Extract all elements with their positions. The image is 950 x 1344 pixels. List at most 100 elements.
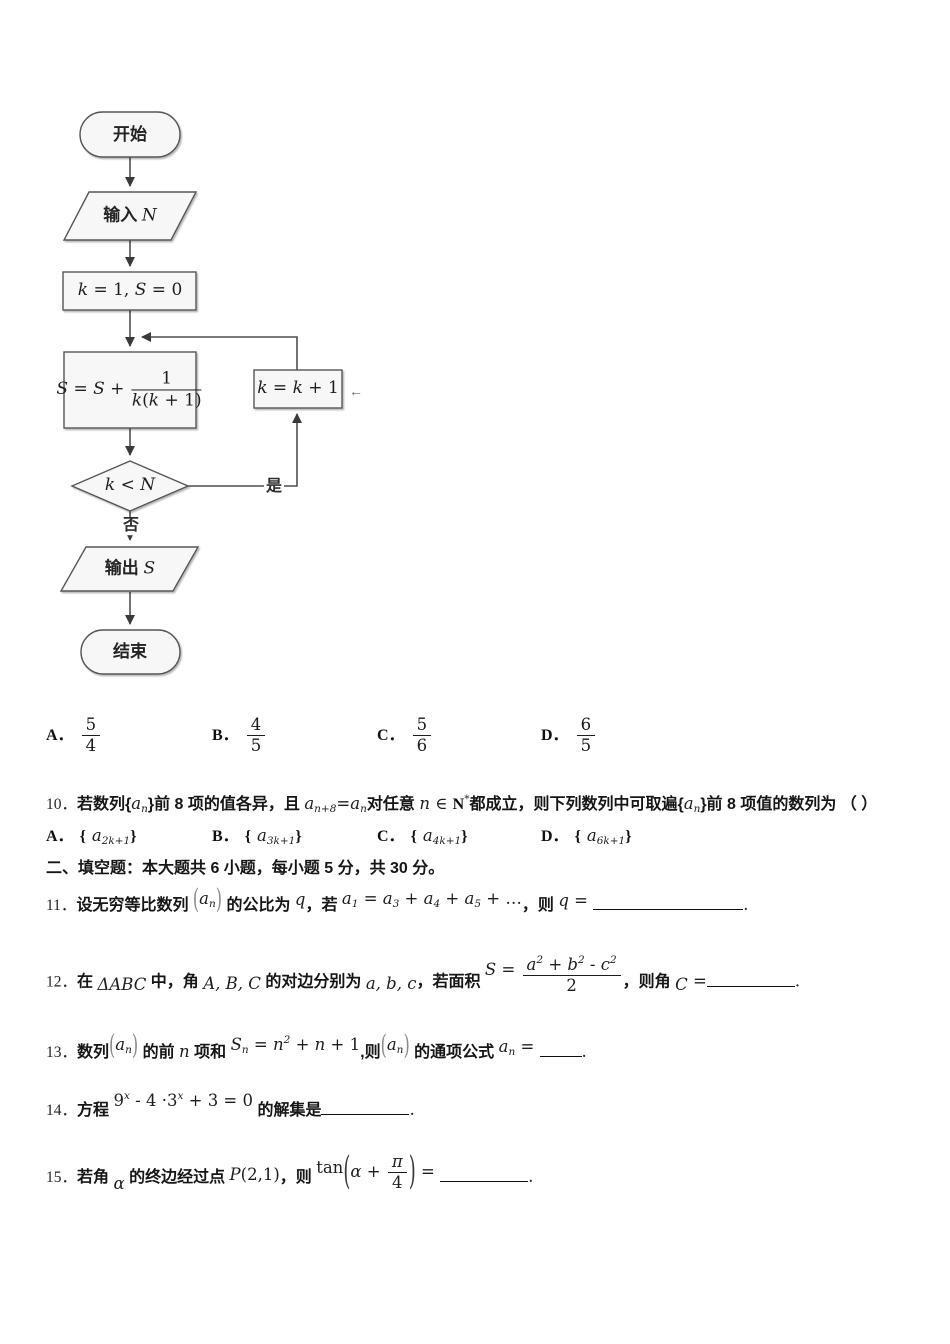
math-roman: = 1, bbox=[88, 280, 135, 301]
math-roman: . bbox=[528, 1167, 534, 1187]
subscript: n bbox=[693, 803, 701, 815]
question-number: 14． bbox=[46, 1102, 78, 1119]
math-italic: q bbox=[294, 890, 306, 909]
bold-run: } bbox=[130, 828, 137, 845]
answer-blank bbox=[440, 1166, 529, 1183]
text-run: 的对边分别为 bbox=[260, 973, 366, 991]
math-italic: a bbox=[526, 955, 537, 974]
section2-header: 二、填空题：本大题共 6 小题，每小题 5 分，共 30 分。 bbox=[46, 856, 934, 882]
text-run: 都成立，则下列数列中可取遍{ bbox=[469, 796, 684, 813]
subscript: 4 bbox=[433, 898, 441, 910]
text-run: 在 bbox=[77, 973, 98, 991]
math-roman: 4 bbox=[392, 1173, 403, 1193]
math-italic: S bbox=[134, 280, 147, 301]
math-roman: = bbox=[415, 1162, 441, 1182]
math-italic: a bbox=[464, 889, 475, 908]
text-run: 对任意 bbox=[366, 796, 420, 813]
subscript: n bbox=[141, 803, 148, 815]
math-italic: a bbox=[257, 826, 267, 845]
subscript: n bbox=[208, 898, 216, 910]
math-italic: S bbox=[56, 379, 69, 400]
input-parallelogram-shape bbox=[62, 191, 198, 241]
q9-option-a-letter: A． bbox=[46, 727, 74, 745]
math-roman: = bbox=[336, 794, 351, 813]
subscript: n+8 bbox=[314, 803, 337, 815]
text-run: ，则角 bbox=[622, 973, 676, 991]
text-run: ，则 bbox=[521, 897, 559, 914]
init-label: k = 1, S = 0 bbox=[78, 280, 183, 301]
math-roman: . bbox=[409, 1100, 415, 1119]
math-roman: . bbox=[794, 971, 801, 991]
text-run: 的解集是 bbox=[253, 1102, 322, 1119]
math-italic: n bbox=[314, 1035, 326, 1054]
subscript: 5 bbox=[474, 898, 482, 910]
math-italic: k bbox=[148, 390, 160, 411]
start-terminal-shape bbox=[79, 111, 181, 158]
superscript: x bbox=[123, 1090, 130, 1102]
fraction-denominator: 6 bbox=[416, 736, 428, 756]
start-label: 开始 bbox=[113, 125, 147, 145]
q14-stem: 14．方程 9x - 4 ·3x + 3 = 0 的解集是. bbox=[46, 1090, 934, 1124]
left-arrow-artifact: ← bbox=[349, 383, 363, 399]
math-roman: + 1) bbox=[159, 390, 202, 411]
text-run: 数列 bbox=[77, 1044, 110, 1061]
text-run: ，若 bbox=[305, 897, 342, 914]
math-italic: ΔABC bbox=[97, 974, 147, 994]
bold-run: { bbox=[244, 828, 251, 845]
math-italic: a bbox=[498, 1037, 509, 1056]
math-italic: C bbox=[675, 974, 688, 994]
output-parallelogram-shape bbox=[59, 546, 200, 592]
subscript: 6k+1 bbox=[596, 835, 626, 847]
bold-run: } bbox=[461, 828, 468, 845]
math-roman: = bbox=[496, 959, 521, 979]
math-roman: = bbox=[568, 891, 594, 910]
math-italic: a bbox=[115, 1035, 126, 1054]
start-text: 开始 bbox=[113, 124, 147, 144]
math-italic: a bbox=[422, 826, 433, 845]
fraction-denominator: 4 bbox=[85, 736, 97, 756]
question-number: 10． bbox=[46, 796, 78, 813]
math-italic: A, B, C bbox=[203, 973, 261, 993]
flowchart-canvas bbox=[59, 111, 343, 675]
math-roman: 9 bbox=[113, 1091, 124, 1110]
no-branch-label: 否 bbox=[120, 517, 142, 535]
math-roman: . bbox=[743, 895, 749, 914]
math-italic: α bbox=[350, 1162, 362, 1182]
end-text: 结束 bbox=[113, 641, 147, 661]
q10-option-d: D．{a6k+1} bbox=[541, 822, 638, 847]
math-italic: S bbox=[143, 558, 156, 579]
math-italic: b bbox=[567, 955, 578, 974]
math-italic: S bbox=[484, 959, 497, 979]
text-run: ，若面积 bbox=[416, 973, 485, 991]
superscript: 2 bbox=[609, 954, 617, 966]
q10-option-c: C．{a4k+1} bbox=[377, 822, 474, 847]
condition-label: k < N bbox=[104, 475, 155, 496]
question-number: 15． bbox=[46, 1169, 78, 1187]
flow-shapes bbox=[59, 111, 343, 675]
q10-stem: 10．若数列{an}前 8 项的值各异，且 an+8=an对任意 n ∈ N*都… bbox=[46, 786, 934, 822]
math-roman: + bbox=[104, 379, 130, 400]
question-number: 13． bbox=[46, 1044, 78, 1061]
math-roman: - 4 ·3 bbox=[129, 1091, 178, 1110]
big-paren: ( bbox=[343, 1149, 351, 1195]
subscript: 3 bbox=[392, 898, 400, 910]
math-roman: + bbox=[290, 1035, 315, 1054]
q13-stem: 13．数列(an) 的前 n 项和 Sn = n2 + n + 1,则(an) … bbox=[46, 1028, 934, 1070]
text-run: 设无穷等比数列 bbox=[76, 897, 193, 914]
section2-text: 二、填空题：本大题共 6 小题，每小题 5 分，共 30 分。 bbox=[46, 860, 445, 877]
text-run: 的终边经过点 bbox=[124, 1169, 230, 1187]
math-roman: < bbox=[115, 475, 141, 496]
tall-brace: ) bbox=[131, 1028, 139, 1061]
subscript: n bbox=[125, 1044, 132, 1056]
math-italic: k bbox=[104, 475, 116, 496]
math-roman: ∈ bbox=[429, 794, 453, 813]
big-paren: ) bbox=[408, 1149, 416, 1195]
text-run: ，则 bbox=[279, 1169, 317, 1187]
